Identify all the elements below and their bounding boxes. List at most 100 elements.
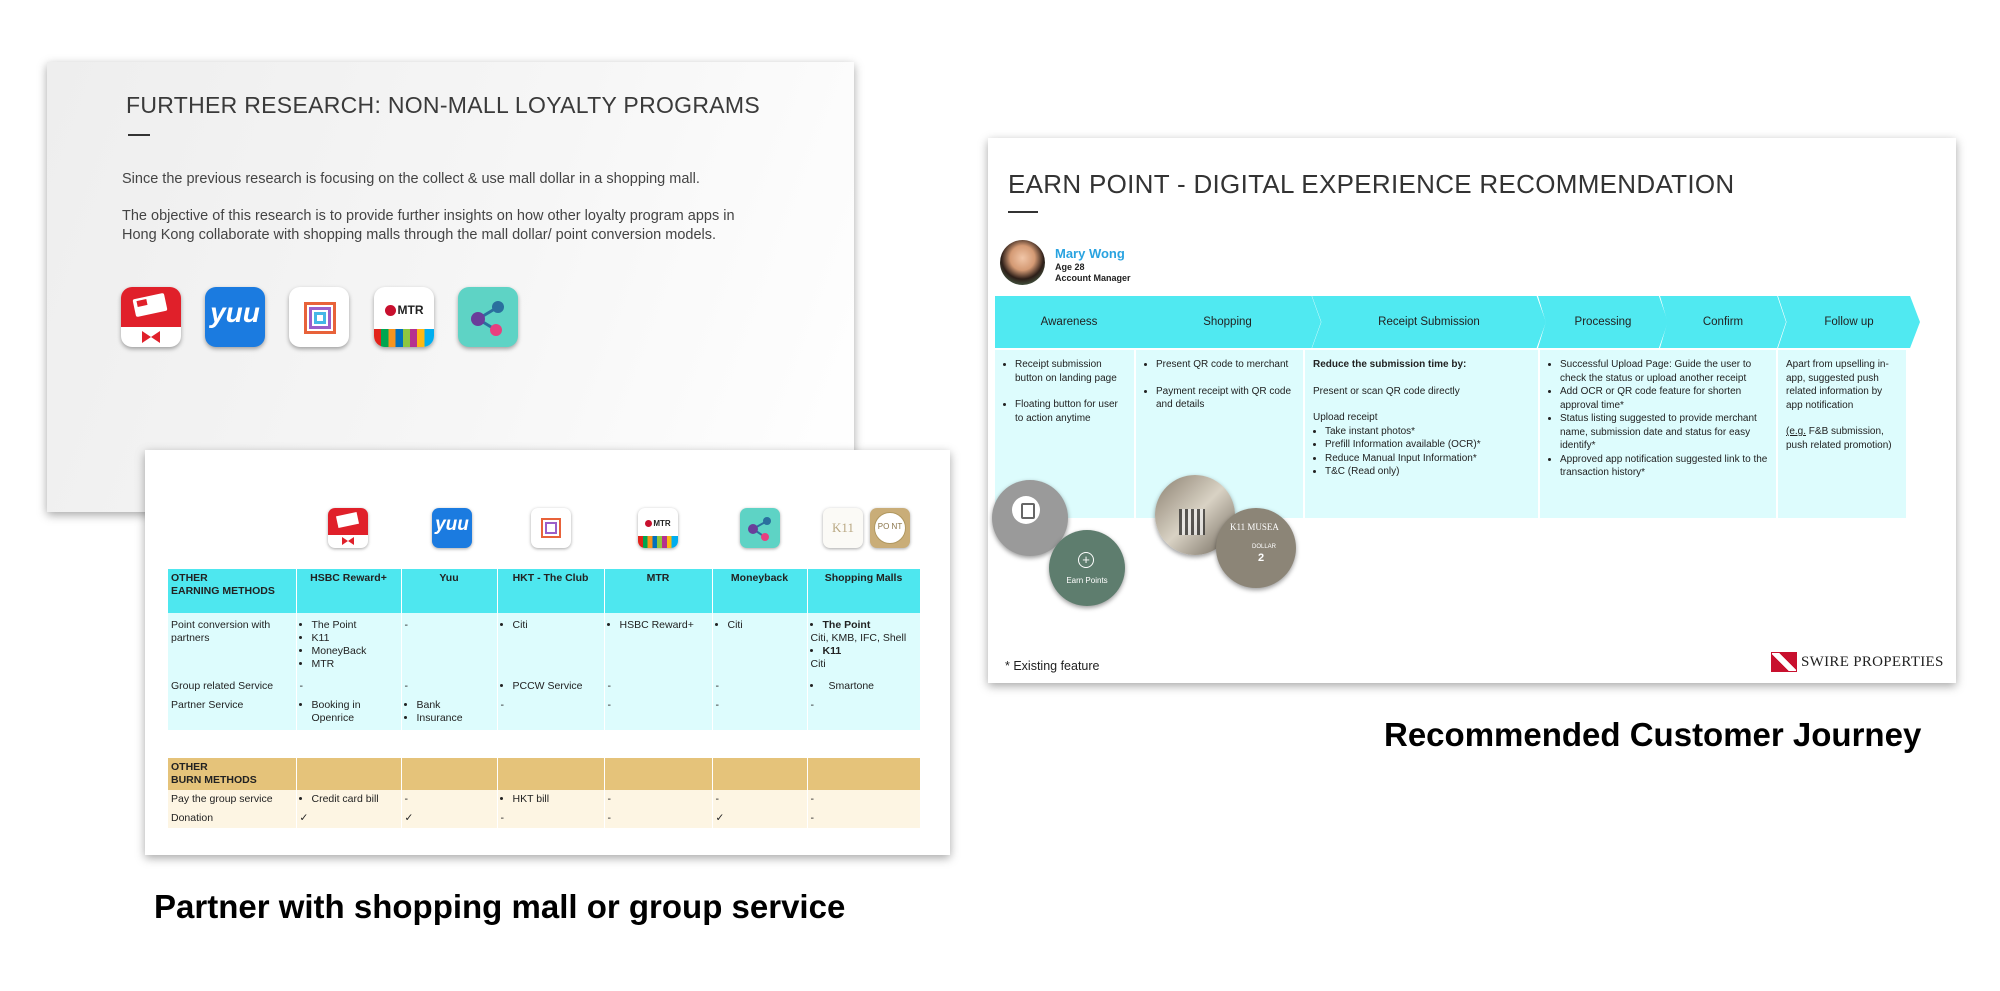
qr-code-icon bbox=[1179, 509, 1205, 535]
receipt-column: Reduce the submission time by: Present o… bbox=[1305, 350, 1538, 518]
example-marker: (e.g. bbox=[1786, 426, 1807, 437]
swire-properties-logo: SWIRE PROPERTIES bbox=[1771, 652, 1944, 672]
mtr-app-icon: MTR bbox=[638, 508, 678, 548]
example-text: F&B submission, push related promotion) bbox=[1786, 426, 1892, 451]
list-item: Payment receipt with QR code and details bbox=[1156, 385, 1297, 412]
cell-malls: - bbox=[807, 809, 921, 828]
list-item: Citi bbox=[513, 619, 601, 632]
k11-logo-text: K11 bbox=[832, 520, 854, 535]
k11-musea-text: K11 MUSEA bbox=[1230, 522, 1279, 532]
cell-yuu: Bank Insurance bbox=[401, 696, 498, 730]
cell-mtr: - bbox=[604, 790, 713, 809]
k11-receipt-circle: K11 MUSEA DOLLAR 2 bbox=[1216, 508, 1296, 588]
list-item: Citi bbox=[728, 619, 804, 632]
cell-malls: - bbox=[807, 790, 921, 809]
list-item: PCCW Service bbox=[513, 680, 601, 693]
persona-avatar bbox=[1000, 240, 1045, 285]
stage-processing: Processing bbox=[1538, 296, 1668, 348]
header-mtr: MTR bbox=[604, 569, 713, 613]
cell-hsbc: Credit card bill bbox=[296, 790, 402, 809]
table-row: Partner Service Booking in Openrice Bank… bbox=[168, 696, 921, 730]
cell-yuu: - bbox=[401, 613, 498, 677]
list-item: Receipt submission button on landing pag… bbox=[1015, 358, 1128, 385]
header-text: OTHER EARNING METHODS bbox=[171, 572, 275, 597]
header-moneyback: Moneyback bbox=[712, 569, 808, 613]
persona-name: Mary Wong bbox=[1055, 246, 1125, 261]
persona-role: Account Manager bbox=[1055, 273, 1131, 283]
plus-icon: + bbox=[1078, 552, 1094, 568]
list-item: Floating button for user to action anyti… bbox=[1015, 398, 1128, 425]
earn-points-button-circle: + Earn Points bbox=[1049, 530, 1125, 606]
table-row: Donation ✓ ✓ - - ✓ - bbox=[168, 809, 921, 828]
cell-mtr: - bbox=[604, 677, 713, 696]
dollar-label: DOLLAR bbox=[1252, 544, 1277, 550]
intro-paragraph: Since the previous research is focusing … bbox=[122, 171, 700, 187]
cell-mtr: HSBC Reward+ bbox=[604, 613, 713, 677]
burn-header-cell bbox=[807, 758, 921, 790]
list-item: HSBC Reward+ bbox=[620, 619, 709, 632]
cell-malls: Smartone bbox=[807, 677, 921, 696]
receipt-line: Upload receipt bbox=[1313, 412, 1378, 423]
check-icon: ✓ bbox=[296, 809, 402, 828]
receipt-heading: Reduce the submission time by: bbox=[1313, 359, 1467, 370]
list-item: Present QR code to merchant bbox=[1156, 358, 1297, 372]
table-row: Group related Service - - PCCW Service -… bbox=[168, 677, 921, 696]
hkt-club-app-icon bbox=[531, 508, 571, 548]
header-hsbc: HSBC Reward+ bbox=[296, 569, 402, 613]
ponte-app-icon: PO NT bbox=[870, 508, 910, 548]
cell-hkt: Citi bbox=[497, 613, 605, 677]
list-item: Status listing suggested to provide merc… bbox=[1560, 412, 1770, 453]
brand-name: SWIRE PROPERTIES bbox=[1801, 653, 1944, 670]
cell-mtr: - bbox=[604, 696, 713, 730]
earning-methods-heading: OTHER EARNING METHODS bbox=[168, 569, 297, 613]
earn-points-label: Earn Points bbox=[1066, 576, 1108, 585]
list-item: The Point bbox=[823, 619, 917, 632]
cell-malls: The Point Citi, KMB, IFC, Shell K11 Citi bbox=[807, 613, 921, 677]
stage-confirm: Confirm bbox=[1660, 296, 1786, 348]
slide-title: EARN POINT - DIGITAL EXPERIENCE RECOMMEN… bbox=[1008, 169, 1735, 199]
list-item: T&C (Read only) bbox=[1325, 465, 1532, 479]
title-underline bbox=[1008, 211, 1038, 213]
slide-earn-burn-comparison: yuu MTR K11 PO NT OTHER EARNING METHODS bbox=[145, 450, 950, 855]
moneyback-app-icon bbox=[740, 508, 780, 548]
list-item: Successful Upload Page: Guide the user t… bbox=[1560, 358, 1770, 385]
list-item: K11 bbox=[312, 632, 398, 645]
list-item: Insurance bbox=[417, 712, 494, 725]
burn-header-cell bbox=[401, 758, 498, 790]
table-row: Point conversion with partners The Point… bbox=[168, 613, 921, 677]
list-item: Bank bbox=[417, 699, 494, 712]
yuu-app-icon: yuu bbox=[432, 508, 472, 548]
processing-confirm-column: Successful Upload Page: Guide the user t… bbox=[1540, 350, 1776, 518]
yuu-logo-text: yuu bbox=[210, 297, 260, 328]
cell-hkt: - bbox=[497, 809, 605, 828]
stage-follow-up: Follow up bbox=[1778, 296, 1920, 348]
app-screenshot-circle bbox=[992, 480, 1068, 556]
swire-flag-icon bbox=[1771, 652, 1797, 672]
list-item: MoneyBack bbox=[312, 645, 398, 658]
burn-header-cell bbox=[604, 758, 713, 790]
mtr-app-icon: MTR bbox=[374, 287, 434, 347]
ponte-logo-text: PO NT bbox=[877, 522, 903, 531]
cell-mtr: - bbox=[604, 809, 713, 828]
moneyback-app-icon bbox=[458, 287, 518, 347]
list-item: MTR bbox=[312, 658, 398, 671]
list-item: Prefill Information available (OCR)* bbox=[1325, 438, 1532, 452]
list-item: Booking in Openrice bbox=[312, 699, 398, 725]
cell-moneyback: - bbox=[712, 677, 808, 696]
burn-header-row: OTHER BURN METHODS bbox=[168, 758, 921, 790]
yuu-app-icon: yuu bbox=[205, 287, 265, 347]
spacer-cell bbox=[168, 730, 921, 758]
cell-yuu: - bbox=[401, 790, 498, 809]
title-underline bbox=[128, 134, 150, 136]
caption-left: Partner with shopping mall or group serv… bbox=[154, 888, 846, 925]
check-icon: ✓ bbox=[401, 809, 498, 828]
list-item: Approved app notification suggested link… bbox=[1560, 453, 1770, 480]
cell-hsbc: - bbox=[296, 677, 402, 696]
cell-moneyback: - bbox=[712, 790, 808, 809]
mall-partners: Citi, KMB, IFC, Shell bbox=[810, 632, 907, 644]
cell-moneyback: - bbox=[712, 696, 808, 730]
header-yuu: Yuu bbox=[401, 569, 498, 613]
cell-malls: - bbox=[807, 696, 921, 730]
loyalty-comparison-table: OTHER EARNING METHODS HSBC Reward+ Yuu H… bbox=[168, 569, 921, 828]
stage-shopping: Shopping bbox=[1134, 296, 1321, 348]
